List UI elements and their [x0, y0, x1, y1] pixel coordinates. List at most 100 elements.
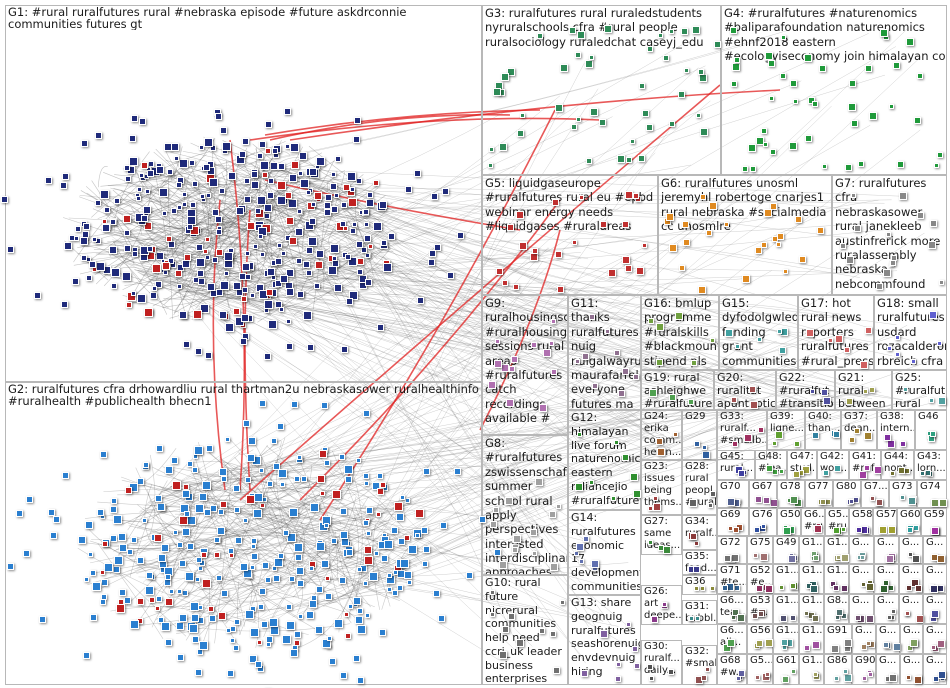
vertex-node[interactable] — [243, 518, 248, 523]
vertex-node[interactable] — [710, 586, 715, 591]
vertex-node[interactable] — [937, 585, 944, 592]
vertex-node[interactable] — [496, 268, 503, 275]
vertex-node[interactable] — [694, 586, 699, 591]
vertex-node[interactable] — [270, 162, 278, 170]
vertex-node[interactable] — [405, 186, 412, 193]
vertex-node[interactable] — [438, 615, 445, 622]
vertex-node[interactable] — [888, 526, 896, 534]
vertex-node[interactable] — [251, 553, 258, 560]
vertex-node[interactable] — [189, 624, 198, 633]
vertex-node[interactable] — [828, 338, 833, 343]
vertex-node[interactable] — [114, 198, 120, 204]
vertex-node[interactable] — [552, 199, 559, 206]
vertex-node[interactable] — [555, 251, 562, 258]
vertex-node[interactable] — [864, 465, 870, 471]
vertex-node[interactable] — [229, 553, 234, 558]
vertex-node[interactable] — [532, 248, 538, 254]
vertex-node[interactable] — [765, 52, 773, 60]
vertex-node[interactable] — [779, 469, 784, 474]
vertex-node[interactable] — [694, 441, 700, 447]
vertex-node[interactable] — [579, 195, 584, 200]
vertex-node[interactable] — [264, 204, 272, 212]
vertex-node[interactable] — [431, 193, 438, 200]
vertex-node[interactable] — [844, 639, 852, 647]
vertex-node[interactable] — [176, 182, 182, 188]
vertex-node[interactable] — [145, 189, 150, 194]
vertex-node[interactable] — [622, 221, 629, 228]
vertex-node[interactable] — [732, 63, 740, 71]
vertex-node[interactable] — [862, 676, 867, 681]
vertex-node[interactable] — [388, 233, 395, 240]
vertex-node[interactable] — [373, 222, 382, 231]
vertex-node[interactable] — [888, 585, 894, 591]
vertex-node[interactable] — [422, 561, 428, 567]
vertex-node[interactable] — [699, 74, 707, 82]
vertex-node[interactable] — [196, 557, 202, 563]
vertex-node[interactable] — [255, 208, 261, 214]
vertex-node[interactable] — [81, 255, 87, 261]
vertex-node[interactable] — [917, 212, 924, 219]
vertex-node[interactable] — [147, 246, 153, 252]
vertex-node[interactable] — [585, 60, 593, 68]
vertex-node[interactable] — [682, 221, 689, 228]
vertex-node[interactable] — [62, 173, 69, 180]
vertex-node[interactable] — [92, 582, 101, 591]
vertex-node[interactable] — [327, 636, 332, 641]
vertex-node[interactable] — [297, 580, 304, 587]
vertex-node[interactable] — [696, 113, 701, 118]
vertex-node[interactable] — [196, 244, 203, 251]
vertex-node[interactable] — [513, 535, 521, 543]
vertex-node[interactable] — [215, 113, 222, 120]
vertex-node[interactable] — [903, 387, 908, 392]
vertex-node[interactable] — [126, 302, 132, 308]
vertex-node[interactable] — [154, 534, 162, 542]
vertex-node[interactable] — [499, 561, 507, 569]
vertex-node[interactable] — [490, 590, 495, 595]
vertex-node[interactable] — [114, 556, 123, 565]
vertex-node[interactable] — [490, 612, 495, 617]
vertex-node[interactable] — [648, 540, 653, 545]
vertex-node[interactable] — [206, 445, 213, 452]
vertex-node[interactable] — [668, 669, 674, 675]
vertex-node[interactable] — [904, 468, 910, 474]
vertex-node[interactable] — [433, 590, 440, 597]
vertex-node[interactable] — [228, 172, 236, 180]
vertex-node[interactable] — [262, 497, 267, 502]
vertex-node[interactable] — [97, 509, 104, 516]
vertex-node[interactable] — [92, 237, 97, 242]
vertex-node[interactable] — [303, 261, 310, 268]
vertex-node[interactable] — [907, 527, 913, 533]
vertex-node[interactable] — [530, 253, 538, 261]
vertex-node[interactable] — [45, 177, 52, 184]
vertex-node[interactable] — [182, 192, 187, 197]
vertex-node[interactable] — [750, 401, 758, 409]
vertex-node[interactable] — [335, 156, 341, 162]
vertex-node[interactable] — [111, 268, 120, 277]
vertex-node[interactable] — [129, 157, 138, 166]
vertex-node[interactable] — [765, 639, 773, 647]
vertex-node[interactable] — [865, 327, 872, 334]
vertex-node[interactable] — [821, 389, 828, 396]
vertex-node[interactable] — [259, 588, 266, 595]
vertex-node[interactable] — [421, 527, 428, 534]
vertex-node[interactable] — [632, 646, 638, 652]
vertex-node[interactable] — [549, 511, 556, 518]
vertex-node[interactable] — [340, 508, 347, 515]
vertex-node[interactable] — [753, 553, 758, 558]
vertex-node[interactable] — [917, 73, 923, 79]
vertex-node[interactable] — [662, 602, 667, 607]
vertex-node[interactable] — [614, 350, 620, 356]
vertex-node[interactable] — [930, 431, 936, 437]
vertex-node[interactable] — [201, 552, 207, 558]
vertex-node[interactable] — [187, 224, 193, 230]
vertex-node[interactable] — [195, 348, 202, 355]
vertex-node[interactable] — [234, 507, 240, 513]
vertex-node[interactable] — [102, 224, 110, 232]
vertex-node[interactable] — [298, 614, 303, 619]
vertex-node[interactable] — [290, 143, 299, 152]
vertex-node[interactable] — [204, 138, 213, 147]
vertex-node[interactable] — [381, 555, 388, 562]
vertex-node[interactable] — [576, 117, 581, 122]
vertex-node[interactable] — [271, 438, 277, 444]
vertex-node[interactable] — [329, 658, 336, 665]
